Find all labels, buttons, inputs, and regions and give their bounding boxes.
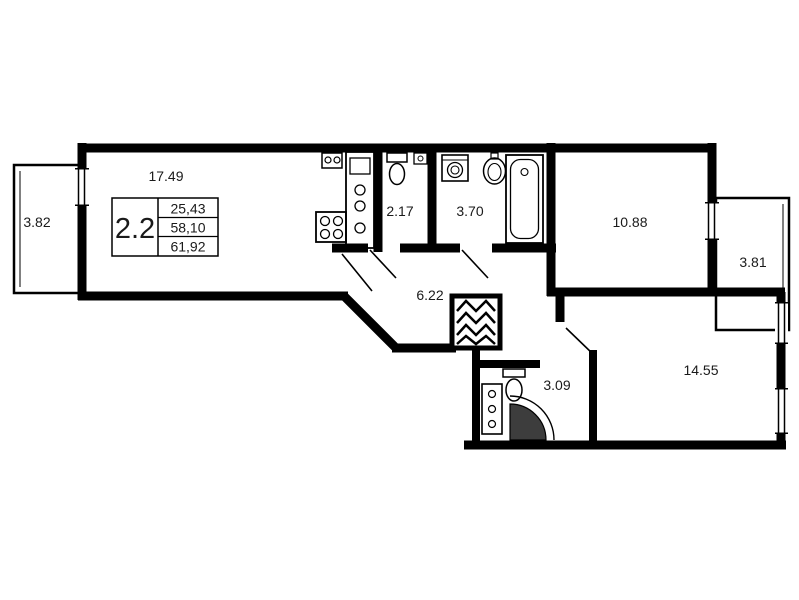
corner-basin-icon	[413, 152, 428, 165]
bathroom-lower-walls	[472, 350, 597, 445]
window-left-icon	[75, 168, 89, 206]
corner-shower-icon	[509, 395, 555, 441]
toilet-icon	[386, 152, 408, 186]
window-right-bedroom-icon	[705, 202, 719, 240]
room-area-label-hallway: 6.22	[416, 287, 443, 303]
room-area-label-bedroom-top: 10.88	[612, 214, 647, 230]
window-bottom-room-lower-icon	[775, 388, 788, 434]
room-area-label-balcony-left: 3.82	[23, 214, 50, 230]
electric-panel-icon	[321, 152, 343, 169]
bathtub-icon	[505, 154, 544, 244]
legend-unit-type: 2.2	[115, 213, 155, 245]
toilet-2-icon	[502, 368, 526, 402]
towel-rail-icon	[481, 383, 503, 435]
room-area-label-bedroom-bottom: 14.55	[683, 362, 718, 378]
kitchen-counter-icon	[345, 151, 375, 249]
washbasin-icon	[482, 152, 507, 185]
room-area-label-balcony-right: 3.81	[739, 254, 766, 270]
kitchen-sink-icon	[354, 184, 366, 196]
door-swing-icon	[341, 249, 595, 356]
stove-icon	[315, 211, 347, 243]
washing-machine-icon	[441, 154, 469, 182]
room-area-label-bathroom-lower: 3.09	[543, 377, 570, 393]
room-area-label-wc: 2.17	[386, 203, 413, 219]
room-area-label-living-kitchen: 17.49	[148, 168, 183, 184]
legend-apartment-area: 58,10	[170, 220, 205, 236]
legend-block: 2.2 25,43 58,10 61,92	[111, 197, 219, 257]
vent-shaft-icon	[449, 293, 503, 351]
window-bottom-room-upper-icon	[775, 302, 788, 344]
room-area-label-bathroom: 3.70	[456, 203, 483, 219]
legend-total-area: 61,92	[170, 239, 205, 255]
legend-living-area: 25,43	[170, 201, 205, 217]
